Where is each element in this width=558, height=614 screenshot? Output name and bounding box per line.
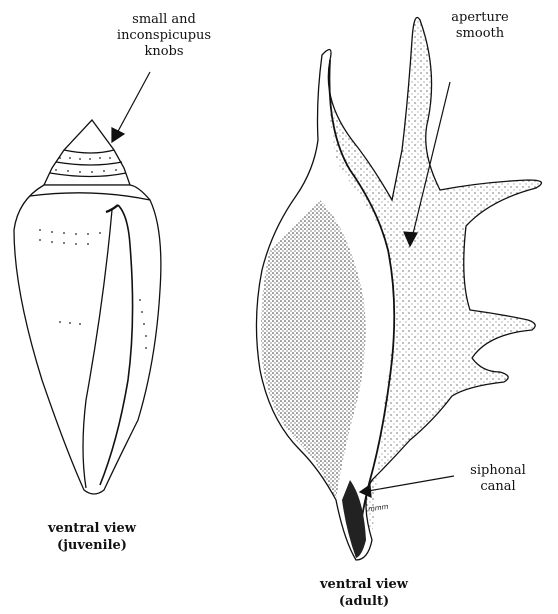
knobs-label-line-1: small and <box>108 12 220 28</box>
knobs-label: small and inconspicupus knobs <box>108 12 220 60</box>
adult-caption-line-1: ventral view <box>294 576 434 593</box>
siphonal-canal-label: siphonal canal <box>456 463 540 495</box>
juvenile-caption: ventral view (juvenile) <box>22 520 162 554</box>
siphonal-label-line-2: canal <box>456 479 540 495</box>
knobs-arrow <box>116 72 150 135</box>
juvenile-caption-line-2: (juvenile) <box>22 537 162 554</box>
knobs-label-line-3: knobs <box>108 44 220 60</box>
knobs-label-line-2: inconspicupus <box>108 28 220 44</box>
juvenile-caption-line-1: ventral view <box>22 520 162 537</box>
siphonal-label-line-1: siphonal <box>456 463 540 479</box>
aperture-label: aperture smooth <box>430 10 530 42</box>
aperture-label-line-2: smooth <box>430 26 530 42</box>
adult-caption: ventral view (adult) <box>294 576 434 610</box>
adult-caption-line-2: (adult) <box>294 593 434 610</box>
juvenile-shell <box>14 120 161 494</box>
siphonal-arrow <box>368 476 454 491</box>
aperture-label-line-1: aperture <box>430 10 530 26</box>
